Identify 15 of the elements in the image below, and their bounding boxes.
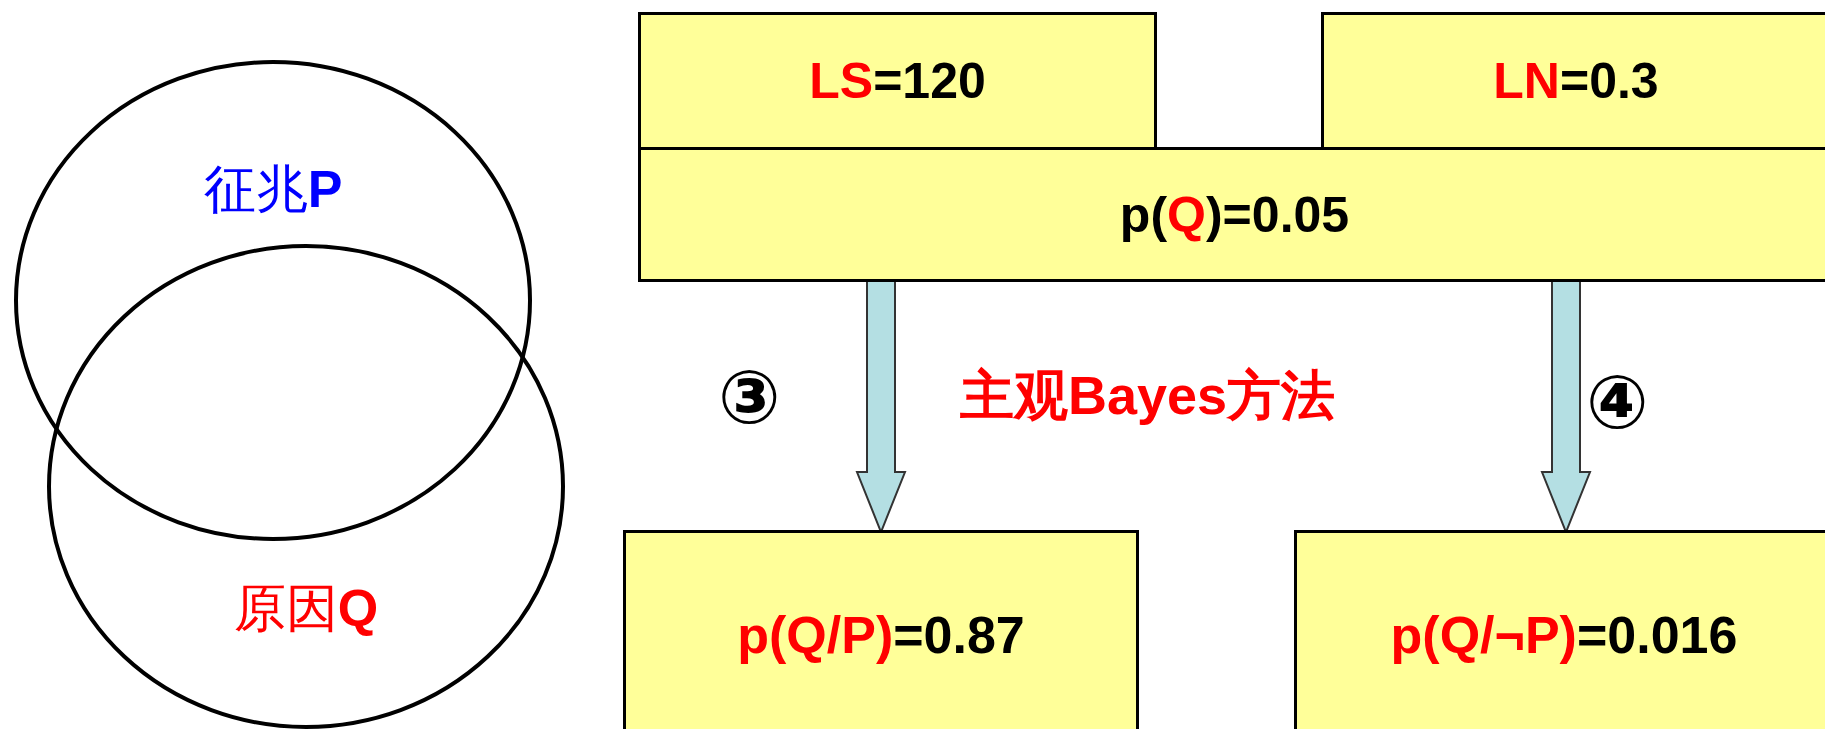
method-label: 主观Bayes方法 [960, 364, 1336, 427]
value-text: p(Q)=0.05 [1119, 185, 1350, 244]
set-label: 原因Q [232, 577, 380, 640]
value-box [638, 147, 1825, 282]
value-box [623, 530, 1139, 729]
value-box [1321, 12, 1825, 150]
value-box [638, 12, 1157, 150]
set-label: 征兆P [202, 158, 344, 221]
value-text: LS=120 [809, 52, 986, 110]
value-text: p(Q/¬P)=0.016 [1390, 605, 1738, 665]
callout-number: ③ [718, 360, 781, 434]
callout-number: ④ [1586, 365, 1649, 439]
value-text: LN=0.3 [1493, 52, 1659, 110]
value-text: p(Q/P)=0.87 [737, 605, 1025, 665]
value-box [1294, 530, 1825, 729]
